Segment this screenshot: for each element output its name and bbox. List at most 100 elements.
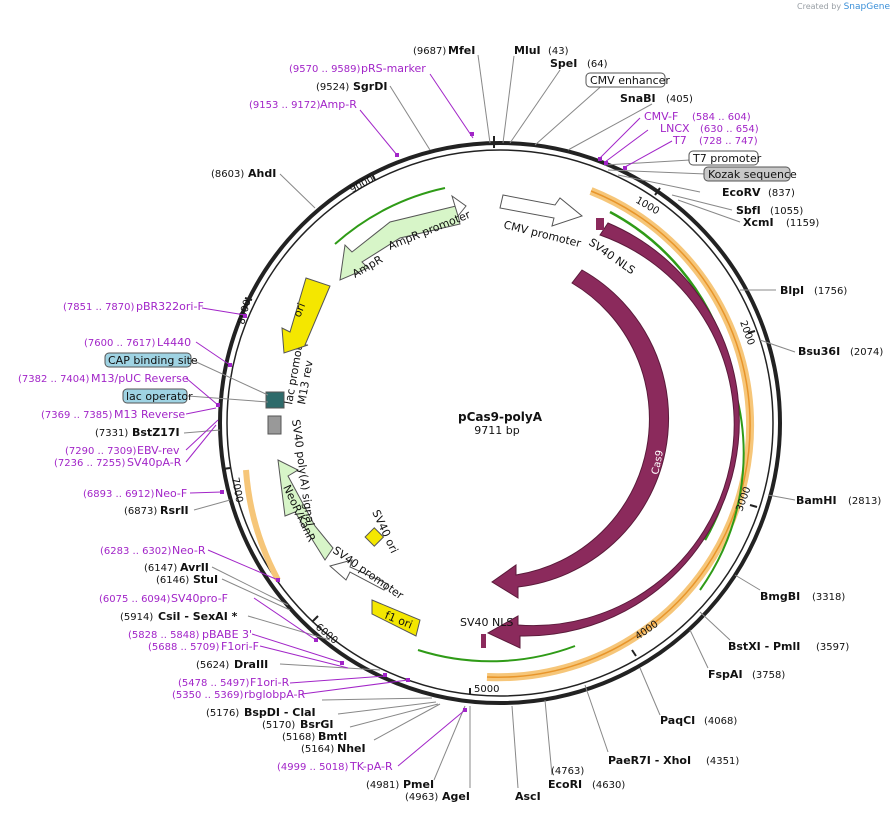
primer-sv40pa-r-range: (7236 .. 7255): [54, 458, 126, 469]
site-bamhi[interactable]: BamHI: [796, 494, 837, 507]
cmv-enhancer-label: CMV enhancer: [590, 74, 670, 87]
site-sbfi[interactable]: SbfI: [736, 204, 761, 217]
primer-neo-r[interactable]: Neo-R: [172, 544, 206, 557]
t7-promoter-label: T7 promoter: [692, 152, 762, 165]
site-bstz17i[interactable]: BstZ17I: [132, 426, 180, 439]
site-draiii[interactable]: DraIII: [234, 658, 268, 671]
primer-tk-pa-r-range: (4999 .. 5018): [277, 762, 349, 773]
primer-sv40pro-f-range: (6075 .. 6094): [99, 594, 171, 605]
primer-l4440[interactable]: L4440: [157, 336, 191, 349]
site-stui[interactable]: StuI: [193, 573, 218, 586]
primer-leader-lines: [185, 73, 673, 767]
primer-ebv-rev[interactable]: EBV-rev: [137, 444, 180, 457]
primer-lncx[interactable]: LNCX: [660, 122, 690, 135]
site-paqci-pos: (4068): [704, 716, 737, 727]
cas9-arrow-outer[interactable]: [486, 222, 740, 649]
sv40-promoter-arrow[interactable]: [328, 559, 389, 591]
tick-marks: [222, 136, 758, 695]
site-mlui[interactable]: MluI: [514, 44, 541, 57]
site-agei-pos: (4963): [405, 792, 438, 803]
site-avrii[interactable]: AvrII: [180, 561, 209, 574]
t7-promoter-box[interactable]: [688, 150, 759, 166]
site-pmei[interactable]: PmeI: [403, 778, 434, 791]
primer-m13-reverse[interactable]: M13 Reverse: [114, 408, 185, 421]
lac-operator-label: lac operator: [126, 390, 193, 403]
primer-f1ori-f[interactable]: F1ori-F: [221, 640, 259, 653]
primer-cmv-f[interactable]: CMV-F: [644, 110, 678, 123]
site-ecori[interactable]: EcoRI: [548, 778, 582, 791]
ampr-arrow[interactable]: [339, 205, 461, 281]
site-xcmi[interactable]: XcmI: [743, 216, 774, 229]
site-bsrgi[interactable]: BsrGI: [300, 718, 333, 731]
primer-m13puc-reverse[interactable]: M13/pUC Reverse: [91, 372, 189, 385]
site-mfei[interactable]: MfeI: [448, 44, 475, 57]
primer-rbglobpa-r-range: (5350 .. 5369): [172, 690, 244, 701]
backbone-inner: [226, 149, 774, 697]
site-sgrdi-pos: (9524): [316, 82, 349, 93]
site-bsrgi-pos: (5170): [262, 720, 295, 731]
cmv-enhancer-box[interactable]: [585, 72, 666, 88]
f1-ori-arrow[interactable]: [371, 599, 421, 637]
site-rsrii[interactable]: RsrII: [160, 504, 189, 517]
primer-amp-r-range: (9153 .. 9172): [249, 100, 321, 111]
sv40-nls-marker-bottom: [481, 634, 486, 648]
site-csii-sexai[interactable]: CsiI - SexAI *: [158, 610, 238, 623]
cas9-orange-line: [486, 190, 751, 678]
lac-operator-box[interactable]: [122, 388, 188, 404]
tick-4000: 4000: [633, 619, 660, 643]
site-asci[interactable]: AscI: [515, 790, 541, 803]
ampr-promoter-arrow[interactable]: [451, 194, 467, 218]
site-bmti[interactable]: BmtI: [318, 730, 347, 743]
cap-binding-site-box[interactable]: [104, 352, 192, 368]
snapgene-credit: Created by SnapGene: [797, 2, 890, 12]
primer-sv40pro-f[interactable]: SV40pro-F: [171, 592, 228, 605]
site-bamhi-pos: (2813): [848, 496, 881, 507]
ori-arrow[interactable]: [281, 277, 331, 354]
green-track-bottom: [417, 645, 576, 663]
site-spei-pos: (64): [587, 59, 608, 70]
site-blpi[interactable]: BlpI: [780, 284, 804, 297]
primer-pbabe3[interactable]: pBABE 3': [202, 628, 252, 641]
site-bmgbi[interactable]: BmgBI: [760, 590, 800, 603]
site-agei[interactable]: AgeI: [442, 790, 470, 803]
site-ecori-pos: (4630): [592, 780, 625, 791]
site-bspdi-clai-pos: (5176): [206, 708, 239, 719]
site-fspai[interactable]: FspAI: [708, 668, 743, 681]
tick-3000: 3000: [734, 485, 753, 513]
f1-ori-label: f1 ori: [383, 609, 414, 632]
neor-kanr-arrow[interactable]: [277, 459, 334, 561]
site-ahdi[interactable]: AhdI: [248, 167, 276, 180]
site-nhei[interactable]: NheI: [337, 742, 366, 755]
kozak-sequence-box[interactable]: [703, 166, 791, 182]
site-draiii-pos: (5624): [196, 660, 229, 671]
primer-f1ori-r[interactable]: F1ori-R: [250, 676, 290, 689]
primer-t7[interactable]: T7: [672, 134, 687, 147]
cas9-label-outer: Cas9: [702, 464, 717, 490]
primer-pbr322ori-f[interactable]: pBR322ori-F: [136, 300, 204, 313]
site-mfei-pos: (9687): [413, 46, 446, 57]
primer-m13puc-reverse-range: (7382 .. 7404): [18, 374, 90, 385]
primer-rbglobpa-r[interactable]: rbglobpA-R: [244, 688, 305, 701]
site-sgrdi[interactable]: SgrDI: [353, 80, 387, 93]
sv40-nls-marker-top: [596, 218, 604, 230]
site-paer7i-xhoi[interactable]: PaeR7I - XhoI: [608, 754, 691, 767]
primer-neo-r-range: (6283 .. 6302): [100, 546, 172, 557]
site-bsu36i-pos: (2074): [850, 347, 883, 358]
site-bsu36i[interactable]: Bsu36I: [798, 345, 840, 358]
primer-sv40pa-r[interactable]: SV40pA-R: [127, 456, 182, 469]
primer-m13-reverse-range: (7369 .. 7385): [41, 410, 113, 421]
site-ecorv[interactable]: EcoRV: [722, 186, 761, 199]
primer-prs-marker[interactable]: pRS-marker: [361, 62, 426, 75]
cas9-arrow-inner[interactable]: [491, 269, 670, 599]
site-bspdi-clai[interactable]: BspDI - ClaI: [244, 706, 316, 719]
site-snabi[interactable]: SnaBI: [620, 92, 656, 105]
cmv-promoter-arrow[interactable]: [499, 194, 584, 227]
site-paqci[interactable]: PaqCI: [660, 714, 695, 727]
primer-neo-f[interactable]: Neo-F: [155, 487, 187, 500]
primer-t7-range: (728 .. 747): [699, 136, 758, 147]
site-spei[interactable]: SpeI: [550, 57, 577, 70]
site-bstxi-pmli[interactable]: BstXI - PmlI: [728, 640, 800, 653]
primer-tk-pa-r[interactable]: TK-pA-R: [349, 760, 393, 773]
primer-amp-r[interactable]: Amp-R: [320, 98, 357, 111]
tick-7000: 7000: [229, 477, 244, 504]
